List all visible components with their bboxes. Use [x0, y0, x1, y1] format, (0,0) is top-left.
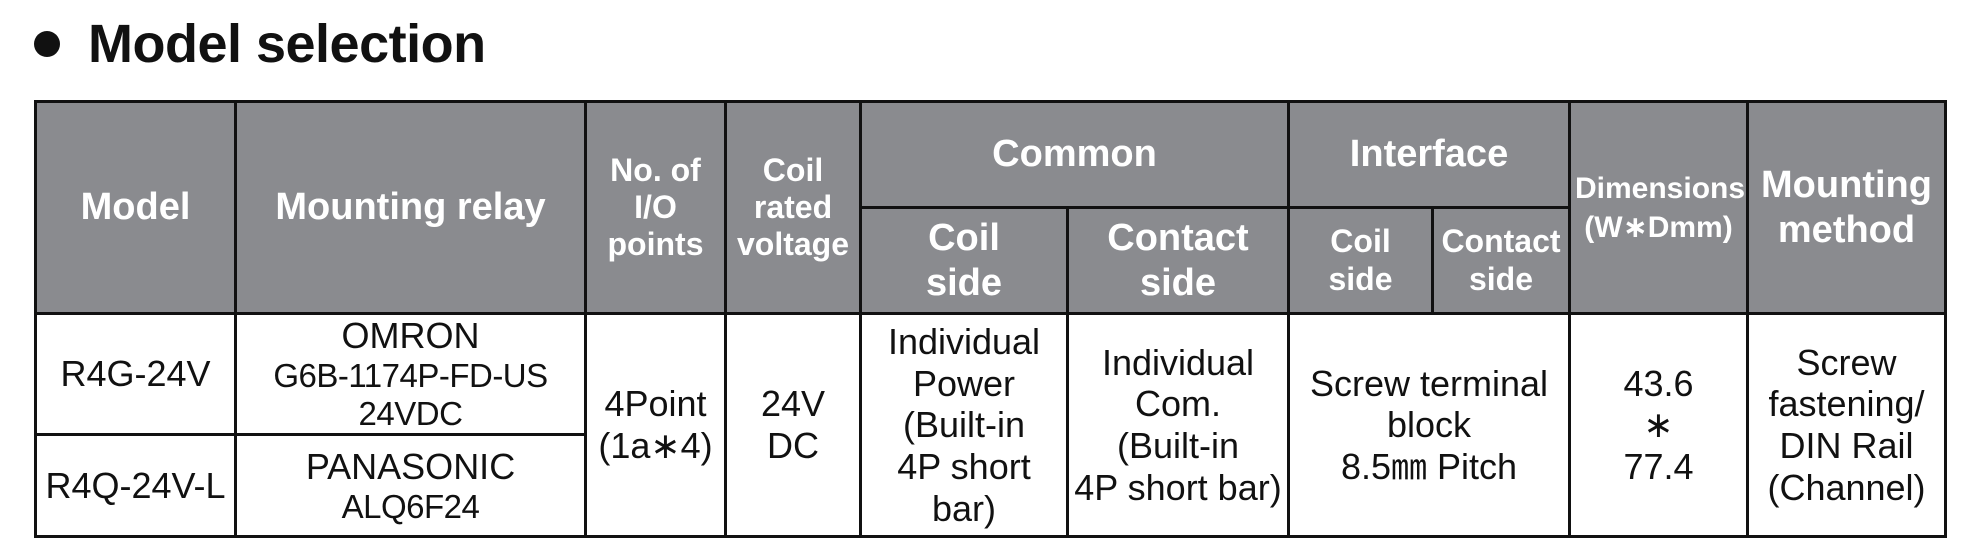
header-mounting-relay: Mounting relay	[234, 100, 587, 315]
header-common-contact-side: Contact side	[1066, 206, 1290, 315]
relay-part-number: G6B-1174P-FD-US 24VDC	[273, 356, 548, 433]
relay-part-number: ALQ6F24	[341, 487, 480, 525]
relay-cell: OMRON G6B-1174P-FD-US 24VDC	[234, 311, 587, 437]
table-row: R4G-24V OMRON G6B-1174P-FD-US 24VDC 4Poi…	[34, 311, 1947, 538]
header-io-points: No. of I/O points	[584, 100, 727, 315]
coil-voltage-cell: 24V DC	[724, 311, 862, 538]
mounting-method-cell: Screw fastening/ DIN Rail (Channel)	[1746, 311, 1947, 538]
header-model: Model	[34, 100, 237, 315]
model-cell: R4G-24V	[34, 311, 237, 437]
relay-brand: PANASONIC	[305, 445, 516, 487]
page-title: Model selection	[88, 14, 486, 74]
header-common-coil-side: Coil side	[859, 206, 1069, 315]
header-common: Common	[859, 100, 1290, 209]
header-dimensions: Dimensions (W∗Dmm)	[1568, 100, 1749, 315]
model-cell: R4Q-24V-L	[34, 433, 237, 538]
header-coil-voltage: Coil rated voltage	[724, 100, 862, 315]
interface-cell: Screw terminal block 8.5㎜ Pitch	[1287, 311, 1571, 538]
section-heading: Model selection	[34, 8, 486, 80]
header-interface-coil-side: Coil side	[1287, 206, 1434, 315]
relay-cell: PANASONIC ALQ6F24	[234, 433, 587, 538]
relay-brand: OMRON	[341, 315, 480, 356]
bullet-icon	[34, 31, 60, 57]
header-interface-contact-side: Contact side	[1431, 206, 1571, 315]
common-coil-side-cell: Individual Power (Built-in 4P short bar)	[859, 311, 1069, 538]
dimensions-cell: 43.6 ∗ 77.4	[1568, 311, 1749, 538]
header-mounting-method: Mounting method	[1746, 100, 1947, 315]
header-interface: Interface	[1287, 100, 1571, 209]
common-contact-side-cell: Individual Com. (Built-in 4P short bar)	[1066, 311, 1290, 538]
io-points-cell: 4Point (1a∗4)	[584, 311, 727, 538]
table-row: R4Q-24V-L PANASONIC ALQ6F24	[34, 433, 1946, 538]
model-selection-table: Model Mounting relay No. of I/O points C…	[34, 100, 1947, 538]
